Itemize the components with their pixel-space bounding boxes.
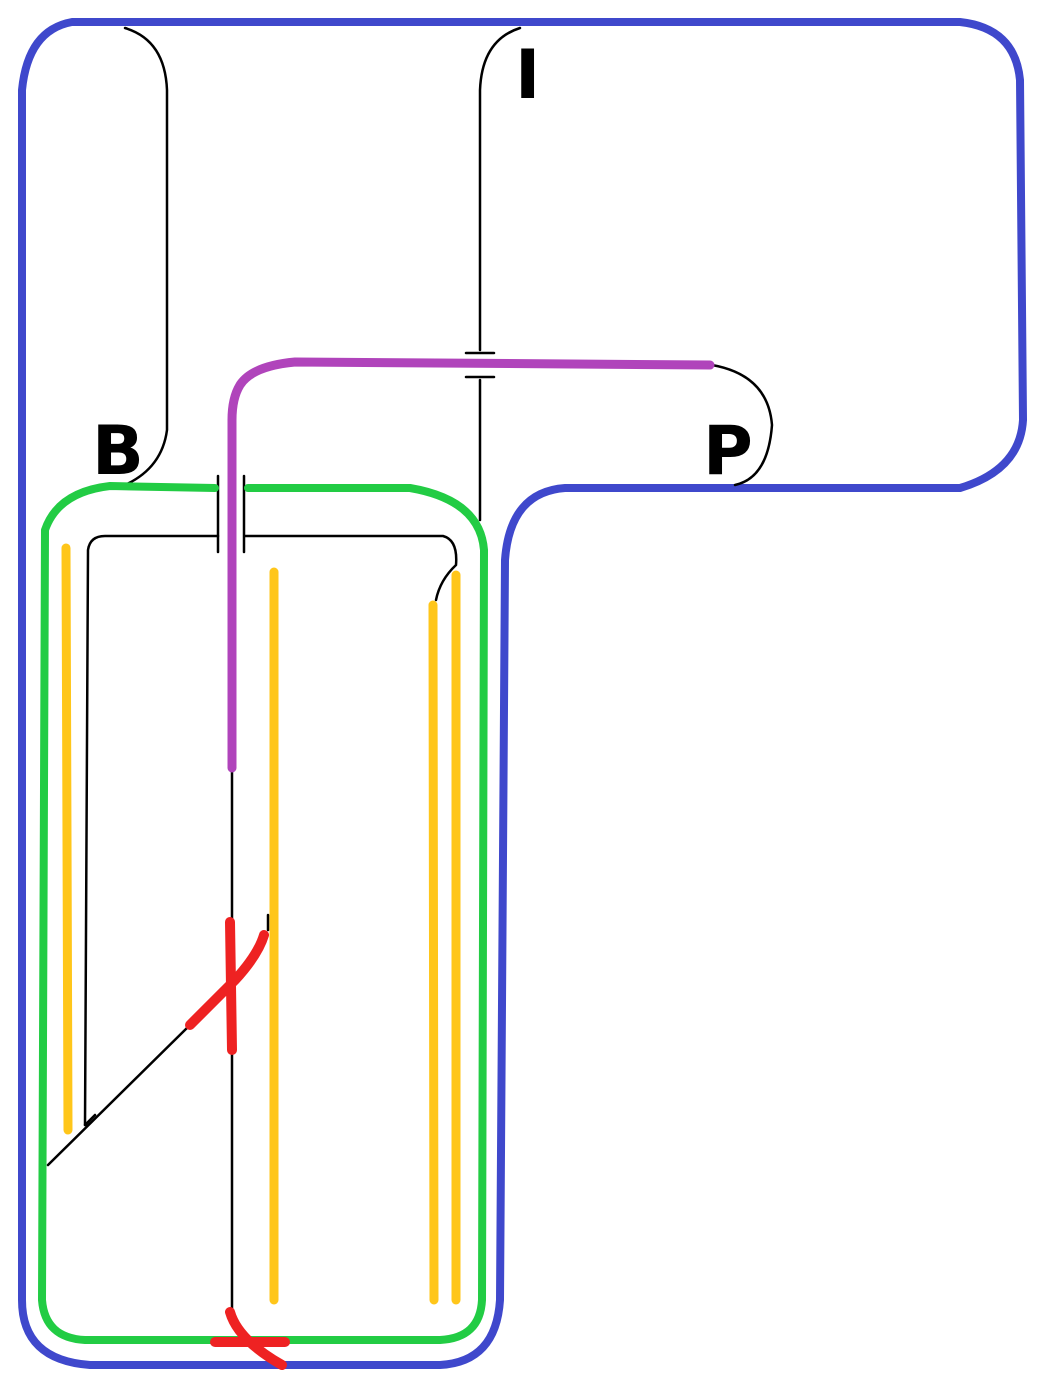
center-vertical-line bbox=[478, 26, 522, 522]
purple-line bbox=[227, 357, 715, 773]
black-thin-lines bbox=[46, 26, 774, 1312]
green-inner-loop bbox=[38, 482, 488, 1344]
label-b: B bbox=[92, 412, 144, 491]
label-i: I bbox=[515, 36, 540, 115]
red-crossings bbox=[185, 917, 290, 1370]
inner-rectangle-line bbox=[83, 534, 458, 1127]
left-upper-loop bbox=[123, 26, 169, 487]
red-crossing-upper bbox=[185, 917, 269, 1055]
p-loop bbox=[710, 363, 774, 487]
diagonal-line bbox=[46, 1023, 192, 1167]
yellow-line-right-1 bbox=[428, 600, 439, 1305]
red-crossing-lower bbox=[210, 1307, 290, 1370]
blue-outer-loop bbox=[18, 18, 1027, 1369]
label-p: P bbox=[703, 412, 753, 491]
isolator-center-top bbox=[464, 351, 496, 379]
isolators bbox=[216, 351, 496, 554]
yellow-line-left bbox=[61, 543, 73, 1135]
yellow-lines bbox=[61, 543, 461, 1305]
